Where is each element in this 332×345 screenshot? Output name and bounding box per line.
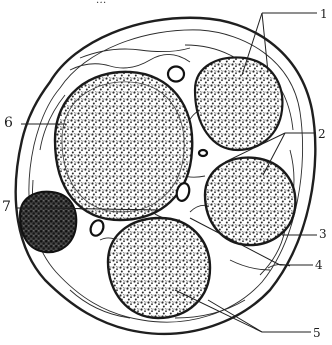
label-7: 7	[2, 201, 11, 213]
fascicle-upper-right	[195, 57, 282, 150]
label-5: 5	[313, 327, 321, 339]
label-6: 6	[4, 117, 13, 129]
label-2: 2	[318, 128, 326, 140]
fascicle-right-middle	[205, 158, 295, 245]
label-4: 4	[315, 259, 323, 271]
vessel-small-right	[199, 150, 207, 156]
label-3: 3	[319, 228, 327, 240]
vessel-top	[168, 67, 184, 82]
fascicle-dark-lower-left	[20, 192, 76, 253]
fascicle-lower-middle	[108, 218, 210, 318]
fascicle-large-upper	[55, 72, 192, 220]
label-1: 1	[320, 8, 328, 20]
